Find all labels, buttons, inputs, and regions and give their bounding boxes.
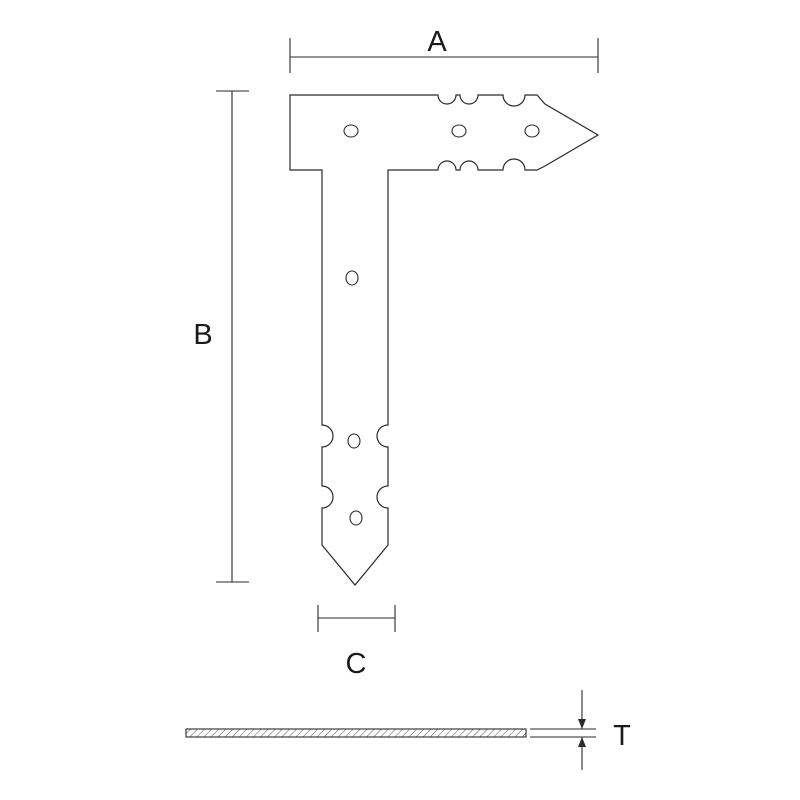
dimension-t: T [530,690,631,770]
dimension-a: A [289,26,599,73]
dimension-b: B [193,90,249,583]
arrow-up-icon [578,737,586,747]
mounting-hole [347,433,361,449]
dimension-a-label: A [427,26,447,58]
arrow-down-icon [578,719,586,729]
dimension-b-label: B [193,319,212,351]
plate-side-view [185,728,527,738]
dimension-t-label: T [613,720,631,752]
mounting-hole [524,124,540,138]
dimension-c-label: C [346,648,367,680]
mounting-hole [345,270,359,286]
mounting-hole [343,124,359,138]
dimension-c: C [317,605,396,680]
mounting-hole [451,124,467,138]
hinge-outline [289,94,600,586]
mounting-hole [349,510,363,526]
